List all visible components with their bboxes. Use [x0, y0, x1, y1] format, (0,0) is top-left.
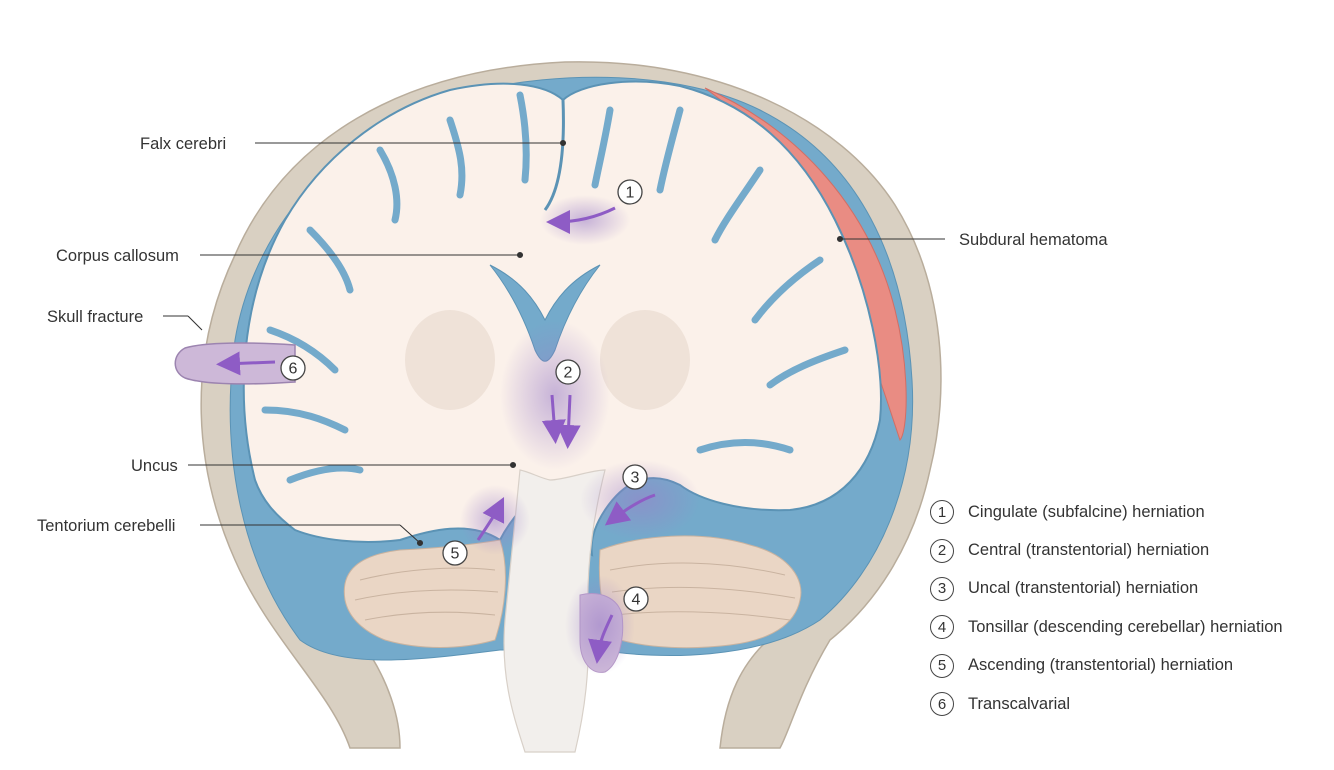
- legend-text: Cingulate (subfalcine) herniation: [968, 502, 1205, 521]
- legend-number: 6: [930, 692, 954, 717]
- marker-6: 6: [280, 355, 306, 381]
- legend-number: 1: [930, 500, 954, 525]
- legend-number: 2: [930, 538, 954, 563]
- arrow-1: [546, 206, 616, 234]
- legend-number: 4: [930, 615, 954, 640]
- marker-2: 2: [555, 359, 581, 385]
- legend: 1 Cingulate (subfalcine) herniation 2 Ce…: [930, 493, 1330, 723]
- svg-text:1: 1: [626, 185, 635, 202]
- glow-2: [500, 320, 610, 470]
- label-tentorium-cerebelli: Tentorium cerebelli: [37, 517, 175, 535]
- cerebellum-left: [343, 539, 506, 648]
- marker-1: 1: [617, 179, 643, 205]
- arrow-2a: [541, 394, 566, 444]
- legend-number: 5: [930, 653, 954, 678]
- glow-4: [565, 575, 635, 675]
- label-skull-fracture: Skull fracture: [47, 308, 143, 326]
- glow-5: [460, 485, 530, 555]
- marker-3: 3: [622, 464, 648, 490]
- svg-text:4: 4: [632, 592, 641, 609]
- label-corpus-callosum: Corpus callosum: [56, 247, 179, 265]
- falx-line: [543, 99, 565, 211]
- herniation-arrows: [216, 206, 656, 664]
- legend-item: 1 Cingulate (subfalcine) herniation: [930, 493, 1330, 531]
- svg-text:6: 6: [289, 361, 298, 378]
- label-subdural-hematoma: Subdural hematoma: [959, 231, 1108, 249]
- legend-item: 5 Ascending (transtentorial) herniation: [930, 647, 1330, 685]
- sulci: [261, 91, 849, 484]
- legend-text: Uncal (transtentorial) herniation: [968, 579, 1199, 598]
- legend-item: 6 Transcalvarial: [930, 685, 1330, 723]
- arrow-5: [476, 496, 505, 541]
- label-falx-cerebri: Falx cerebri: [140, 135, 226, 153]
- legend-text: Transcalvarial: [968, 694, 1071, 713]
- label-uncus: Uncus: [131, 457, 178, 475]
- arrow-2b: [556, 394, 581, 449]
- legend-text: Tonsillar (descending cerebellar) hernia…: [968, 617, 1283, 636]
- legend-item: 3 Uncal (transtentorial) herniation: [930, 570, 1330, 608]
- basal-ganglia-right: [600, 310, 690, 410]
- arrow-6: [216, 351, 276, 376]
- svg-text:2: 2: [564, 365, 573, 382]
- legend-item: 4 Tonsillar (descending cerebellar) hern…: [930, 608, 1330, 646]
- legend-text: Central (transtentorial) herniation: [968, 541, 1210, 560]
- legend-item: 2 Central (transtentorial) herniation: [930, 531, 1330, 569]
- arrow-4: [588, 614, 614, 664]
- basal-ganglia-left: [405, 310, 495, 410]
- svg-text:5: 5: [451, 546, 460, 563]
- legend-number: 3: [930, 576, 954, 601]
- marker-4: 4: [623, 586, 649, 612]
- legend-text: Ascending (transtentorial) herniation: [968, 656, 1234, 675]
- marker-5: 5: [442, 540, 468, 566]
- leader-lines: [163, 139, 945, 547]
- svg-text:3: 3: [631, 470, 640, 487]
- arrow-3: [604, 493, 656, 526]
